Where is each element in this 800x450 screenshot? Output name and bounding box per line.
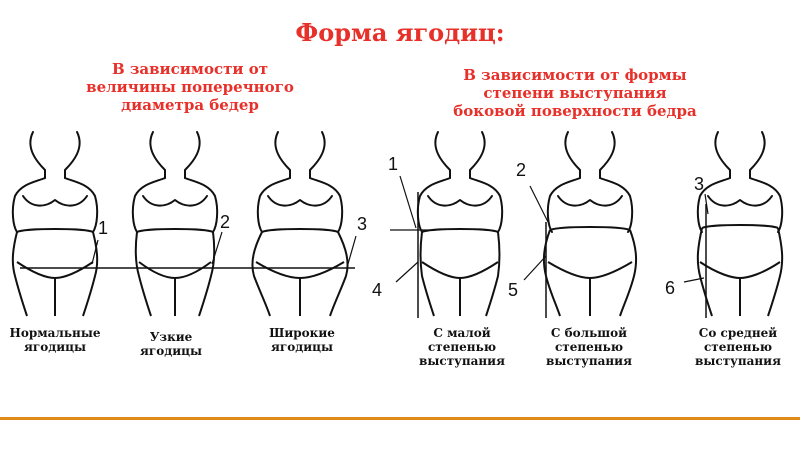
figure-medium-protrusion [696,131,784,318]
caption-line: С малой [433,326,491,340]
caption-line: степенью [427,340,497,354]
caption-line: С большой [550,326,628,340]
figure-narrow [131,131,219,317]
marker-number: 2 [516,160,527,180]
heading-line: величины поперечного [86,78,294,96]
figure-normal [11,131,99,317]
caption-line: Со средней [698,326,778,340]
caption-line: ягодицы [270,340,333,354]
heading-line: степени выступания [483,84,667,102]
caption-line: Узкие [149,330,193,344]
marker-number: 5 [508,280,519,300]
caption-line: ягодицы [139,344,202,358]
pointer-line [91,239,99,265]
caption-line: ягодицы [23,340,86,354]
marker-number: 1 [98,218,109,238]
pointer-line [399,175,417,229]
caption-medium-protrusion: Со средней степенью выступания [673,326,800,368]
marker-number: 6 [665,278,676,298]
marker-number: 4 [372,280,383,300]
pointer-line [704,193,709,215]
group-heading-left: В зависимости от величины поперечного ди… [70,60,310,114]
body-shape-illustrations [11,131,784,318]
caption-normal: Нормальные ягодицы [0,326,120,354]
pointer-line [683,277,705,283]
caption-large-protrusion: С большой степенью выступания [524,326,654,368]
figure-small-protrusion [390,131,504,318]
marker-number: 1 [388,154,399,174]
caption-line: степенью [703,340,773,354]
caption-line: степенью [554,340,624,354]
heading-line: диаметра бедер [121,96,259,114]
caption-wide: Широкие ягодицы [237,326,367,354]
heading-line: В зависимости от [111,60,269,78]
group-heading-right: В зависимости от формы степени выступани… [440,66,710,120]
marker-number: 2 [220,212,231,232]
marker-number: 3 [357,214,368,234]
caption-line: выступания [546,354,632,368]
caption-line: выступания [419,354,505,368]
pointer-line [347,235,357,265]
heading-line: боковой поверхности бедра [453,102,697,120]
caption-small-protrusion: С малой степенью выступания [397,326,527,368]
heading-line: В зависимости от формы [463,66,687,84]
caption-line: Нормальные [9,326,101,340]
caption-line: выступания [695,354,781,368]
caption-line: Широкие [269,326,335,340]
page-title: Форма ягодиц: [295,18,505,47]
figure-large-protrusion [542,131,638,318]
marker-number: 3 [694,174,705,194]
caption-narrow: Узкие ягодицы [106,330,236,358]
pointer-line [395,261,419,283]
pointer-line [529,185,549,223]
figure-wide [251,131,349,317]
pointer-line [523,255,547,281]
accent-bar [0,417,800,420]
pointer-line [211,231,223,265]
